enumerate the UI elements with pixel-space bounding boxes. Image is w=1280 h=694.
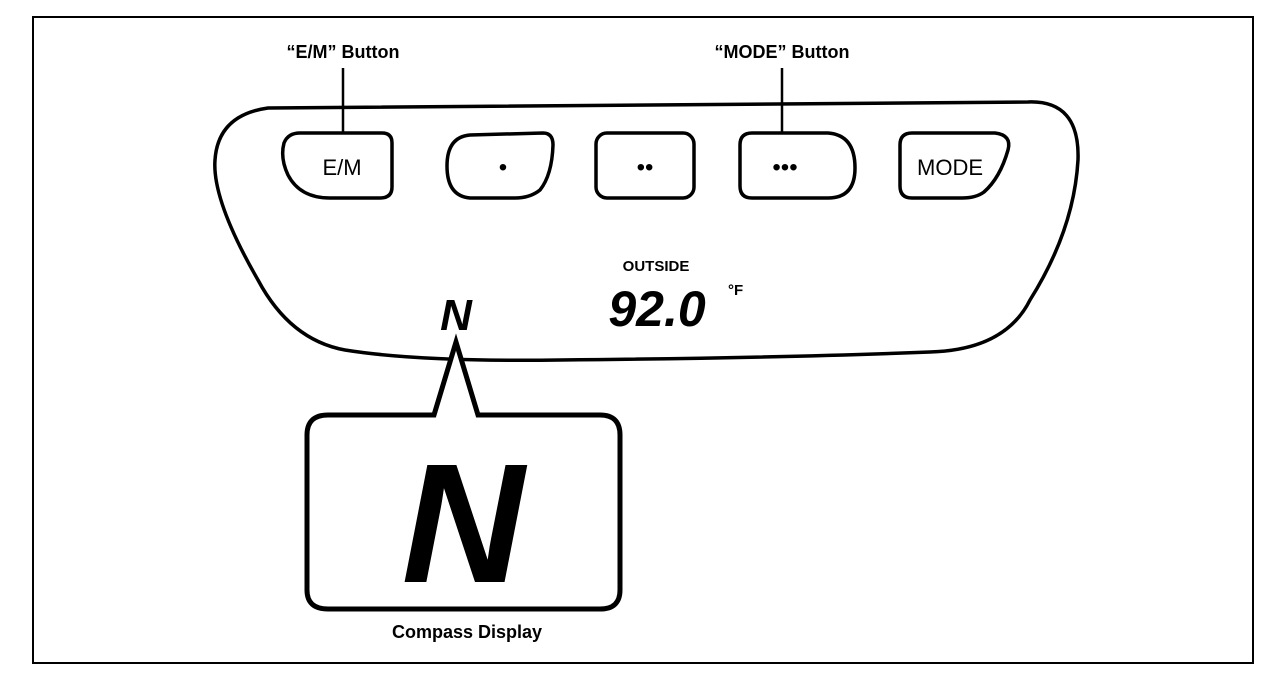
- preset-2-label: ••: [637, 154, 654, 181]
- diagram-frame: [32, 16, 1254, 664]
- preset-3-button[interactable]: •••: [738, 131, 857, 200]
- preset-3-label: •••: [772, 154, 797, 181]
- compass-heading-large: N: [402, 429, 528, 619]
- em-button-callout: “E/M” Button: [286, 42, 400, 62]
- compass-heading-small: N: [440, 291, 473, 340]
- preset-1-label: •: [499, 154, 507, 181]
- preset-2-button[interactable]: ••: [594, 131, 696, 200]
- compass-display-callout: Compass Display: [391, 622, 543, 642]
- console-panel: [213, 100, 1080, 363]
- temperature-readout: 92.0: [608, 281, 706, 337]
- mode-button-label: MODE: [917, 155, 983, 180]
- preset-1-button[interactable]: •: [445, 131, 555, 200]
- compass-magnifier-box: [304, 333, 623, 612]
- em-button-label: E/M: [322, 155, 361, 180]
- outside-label: OUTSIDE: [623, 258, 690, 275]
- mode-button[interactable]: MODE: [898, 131, 1011, 200]
- temperature-unit: °F: [728, 282, 743, 299]
- mode-button-callout: “MODE” Button: [714, 42, 850, 62]
- em-button[interactable]: E/M: [280, 131, 394, 200]
